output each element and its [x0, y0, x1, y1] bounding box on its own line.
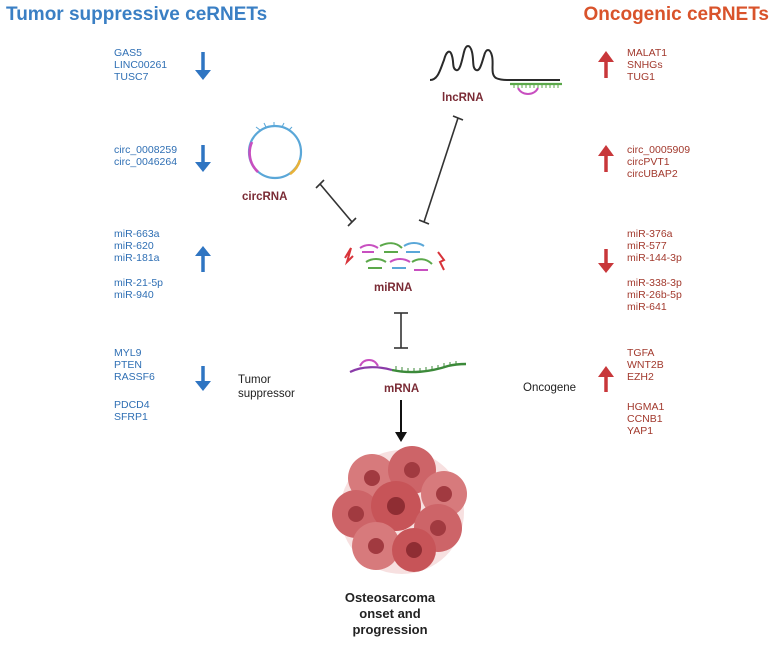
outcome-label: Osteosarcoma onset and progression [344, 590, 436, 637]
tumor-suppressive-title: Tumor suppressive ceRNETs [6, 4, 268, 25]
list-item: PDCD4 [114, 399, 150, 411]
arrow-down-icon [195, 366, 211, 391]
mrna-label: mRNA [384, 383, 420, 395]
left-circrna-list: circ_0008259 circ_0046264 [114, 144, 177, 168]
list-item: RASSF6 [114, 371, 155, 384]
arrow-down-icon [195, 145, 211, 172]
list-item: miR-144-3p [627, 252, 682, 265]
inhibition-line-icon [394, 312, 408, 349]
list-item: miR-940 [114, 289, 154, 302]
list-item: miR-663a [114, 228, 160, 240]
list-item: miR-376a [627, 228, 673, 240]
right-mirna-list-a: miR-376a miR-577 miR-144-3p [627, 228, 682, 265]
list-item: miR-641 [627, 301, 667, 314]
arrow-down-icon [395, 400, 407, 442]
arrow-up-icon [598, 145, 614, 172]
list-item: circPVT1 [627, 156, 670, 169]
list-item: TGFA [627, 347, 655, 359]
right-mrna-list-a: TGFA WNT2B EZH2 [627, 347, 664, 384]
tumor-suppressor-label: Tumor suppressor [238, 374, 295, 400]
arrow-up-icon [598, 51, 614, 78]
list-item: MALAT1 [627, 47, 668, 59]
list-item: circUBAP2 [627, 168, 678, 181]
right-mrna-list-b: HGMA1 CCNB1 YAP1 [627, 401, 664, 438]
arrow-up-icon [195, 246, 211, 272]
inhibition-line-icon [418, 115, 464, 225]
list-item: MYL9 [114, 347, 142, 359]
arrow-down-icon [598, 249, 614, 273]
left-lncrna-list: GAS5 LINC00261 TUSC7 [114, 47, 167, 84]
list-item: miR-577 [627, 240, 667, 253]
left-mrna-list-a: MYL9 PTEN RASSF6 [114, 347, 155, 384]
oncogenic-title: Oncogenic ceRNETs [583, 4, 769, 25]
list-item: SFRP1 [114, 411, 148, 424]
list-item: TUSC7 [114, 71, 149, 84]
mirna-icon [344, 242, 446, 271]
list-item: circ_0005909 [627, 144, 691, 156]
list-item: HGMA1 [627, 401, 665, 413]
lncrna-label: lncRNA [442, 92, 484, 104]
list-item: miR-26b-5p [627, 289, 682, 302]
left-mirna-list-b: miR-21-5p miR-940 [114, 277, 163, 301]
left-mirna-list-a: miR-663a miR-620 miR-181a [114, 228, 160, 265]
mirna-label: miRNA [374, 282, 413, 294]
list-item: TUG1 [627, 71, 656, 84]
arrow-up-icon [598, 366, 614, 392]
circrna-icon [247, 122, 303, 180]
list-item: GAS5 [114, 47, 143, 59]
inhibition-line-icon [315, 179, 357, 227]
list-item: PTEN [114, 359, 143, 372]
oncogene-label: Oncogene [523, 382, 577, 394]
tumor-cell-cluster-icon [332, 446, 467, 574]
list-item: LINC00261 [114, 59, 168, 72]
right-mirna-list-b: miR-338-3p miR-26b-5p miR-641 [627, 277, 682, 314]
right-lncrna-list: MALAT1 SNHGs TUG1 [627, 47, 667, 84]
list-item: CCNB1 [627, 413, 663, 426]
mrna-icon [349, 359, 467, 374]
list-item: miR-181a [114, 252, 160, 265]
list-item: circ_0046264 [114, 156, 178, 169]
list-item: circ_0008259 [114, 144, 178, 156]
list-item: YAP1 [627, 425, 654, 438]
list-item: WNT2B [627, 359, 664, 372]
circrna-label: circRNA [242, 191, 288, 203]
list-item: miR-21-5p [114, 277, 164, 289]
list-item: miR-620 [114, 240, 154, 253]
lncrna-icon [429, 45, 562, 95]
right-circrna-list: circ_0005909 circPVT1 circUBAP2 [627, 144, 690, 181]
list-item: SNHGs [627, 59, 663, 72]
left-mrna-list-b: PDCD4 SFRP1 [114, 399, 150, 423]
list-item: EZH2 [627, 371, 654, 384]
list-item: miR-338-3p [627, 277, 682, 289]
arrow-down-icon [195, 52, 211, 80]
